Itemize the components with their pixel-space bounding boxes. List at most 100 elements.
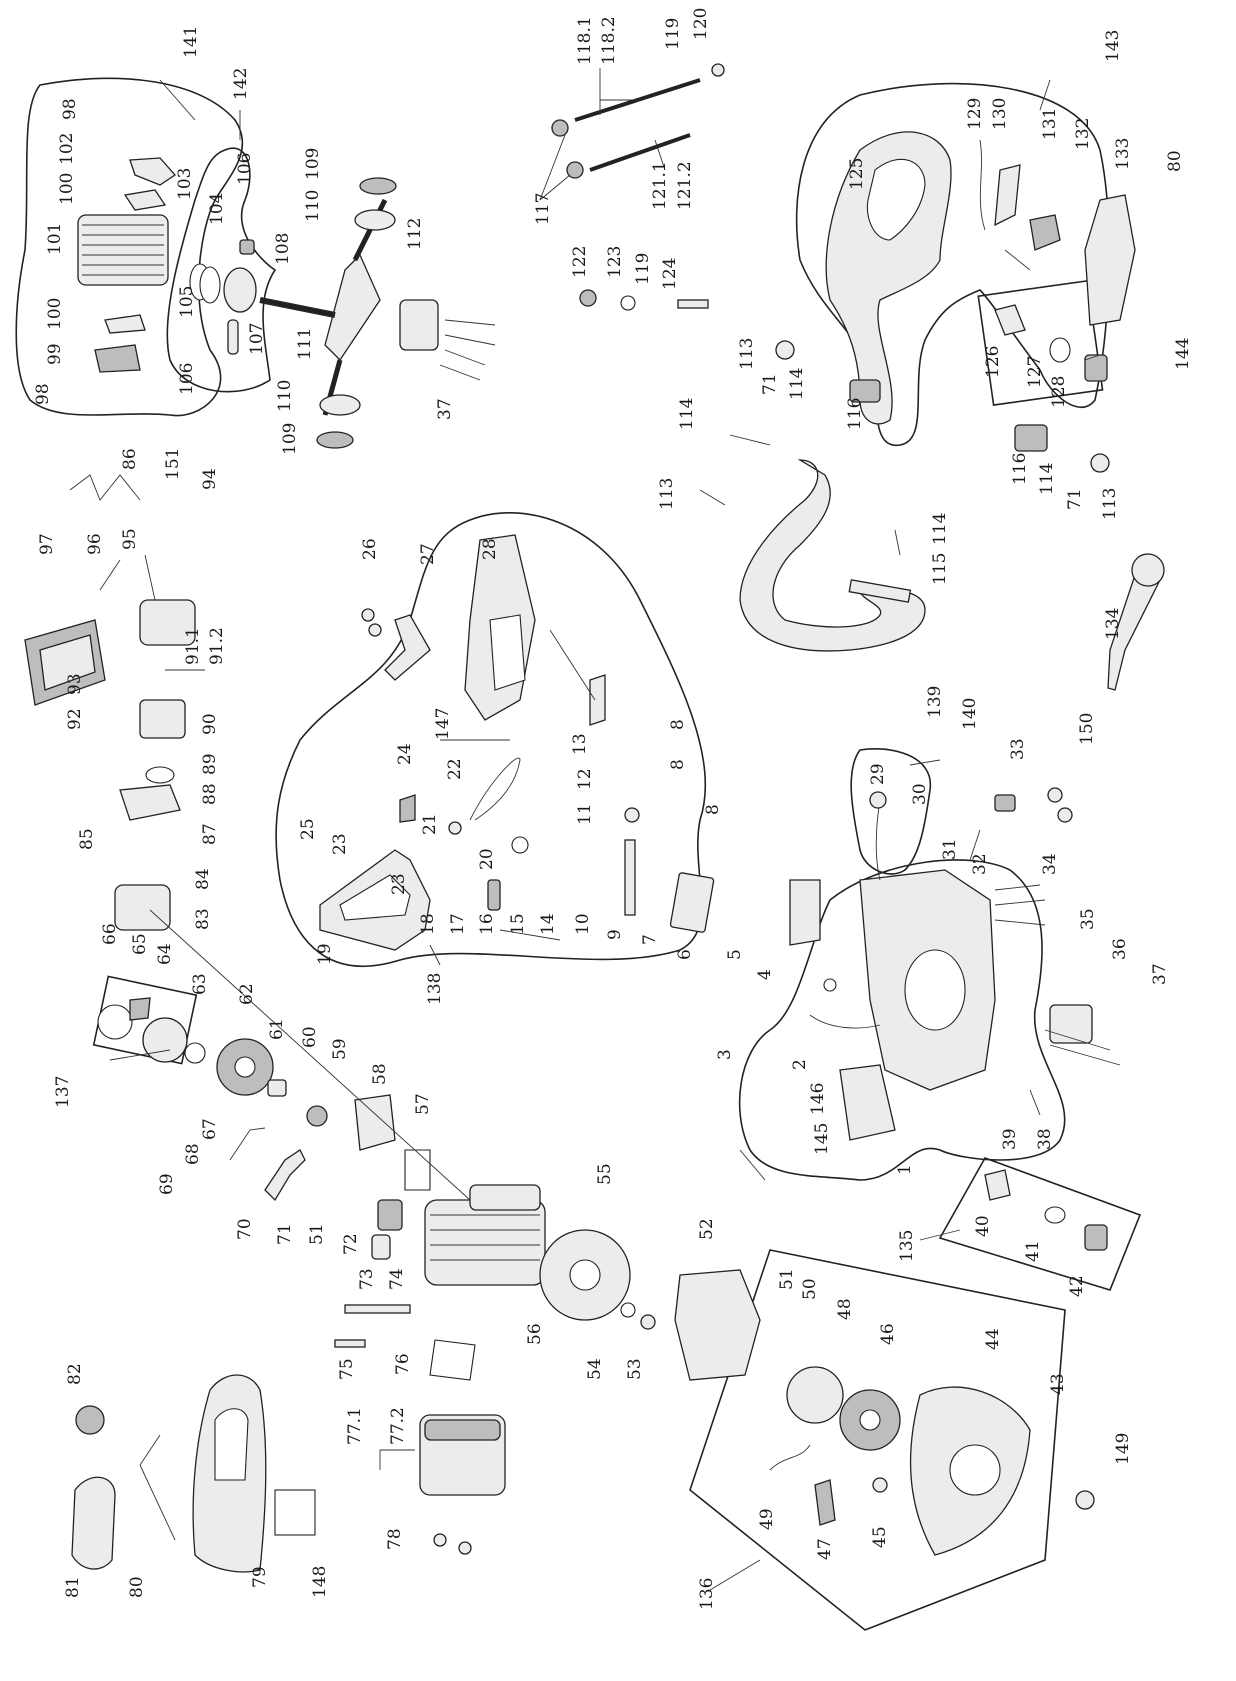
clutch-drum-66	[97, 1004, 133, 1040]
brake-frame	[489, 614, 526, 691]
callout-47: 47	[815, 1538, 835, 1560]
plug-73	[371, 1234, 391, 1260]
callout-111: 111	[295, 328, 315, 360]
callout-17: 17	[448, 913, 468, 935]
lever-24	[399, 794, 416, 823]
callout-133: 133	[1113, 138, 1133, 170]
spring-72	[377, 1199, 403, 1231]
callout-38: 38	[1035, 1128, 1055, 1150]
bracket-100-top	[123, 189, 167, 211]
callout-1: 1	[895, 1164, 915, 1175]
group-outline-136	[689, 1249, 1066, 1631]
callout-146: 146	[808, 1083, 828, 1115]
callout-71a: 71	[760, 373, 780, 395]
lever-27	[384, 614, 431, 681]
callout-108: 108	[273, 233, 293, 265]
pin-21	[448, 821, 462, 835]
filter-frame	[39, 634, 96, 691]
callout-42: 42	[1067, 1275, 1087, 1297]
callout-7: 7	[640, 934, 660, 945]
callout-112: 112	[405, 218, 425, 250]
callout-94: 94	[200, 468, 220, 490]
bushing-71b	[1090, 453, 1110, 473]
callout-41: 41	[1023, 1240, 1043, 1262]
cap-120	[711, 63, 725, 77]
callouts-group-141: 141 142 98 102 100 101 100 99 98 103 104…	[33, 26, 293, 405]
cap-122	[579, 289, 597, 307]
callout-19: 19	[315, 943, 335, 965]
callout-44: 44	[983, 1328, 1003, 1350]
bolts-37-right	[994, 884, 1121, 1066]
callout-150: 150	[1077, 713, 1097, 745]
callout-127: 127	[1025, 356, 1045, 388]
callout-62: 62	[237, 983, 257, 1005]
group-outline-141	[15, 77, 244, 417]
rod-74	[344, 1304, 411, 1314]
nut-12	[624, 807, 640, 823]
callout-46: 46	[878, 1323, 898, 1345]
knob-128	[1084, 354, 1108, 382]
grommet-117b	[566, 161, 584, 179]
bar-plate-4	[789, 879, 821, 946]
callout-72: 72	[341, 1233, 361, 1255]
callout-119b: 119	[633, 253, 653, 285]
callout-121-2: 121.2	[675, 161, 695, 210]
callout-102: 102	[57, 133, 77, 165]
callout-80b: 80	[127, 1576, 147, 1598]
piston-105	[223, 267, 257, 313]
ring-127	[1049, 337, 1071, 363]
callout-100b: 100	[45, 298, 65, 330]
bracket-102	[129, 157, 176, 186]
band-22	[469, 757, 521, 821]
callout-114c: 114	[677, 398, 697, 430]
callout-13: 13	[570, 733, 590, 755]
callout-55: 55	[595, 1163, 615, 1185]
callout-32: 32	[970, 853, 990, 875]
spring-46-inner	[859, 1409, 881, 1431]
leader-lines	[99, 68, 1101, 1591]
callout-118-2: 118.2	[599, 16, 619, 65]
washer-20	[511, 836, 529, 854]
callout-130: 130	[990, 98, 1010, 130]
callout-71b: 71	[1065, 488, 1085, 510]
callout-107: 107	[247, 323, 267, 355]
guard-19-cutout	[339, 874, 411, 921]
lever-130	[994, 164, 1021, 227]
muffler-top	[424, 1419, 501, 1441]
callout-23b: 23	[389, 873, 409, 895]
callout-57: 57	[413, 1093, 433, 1115]
callout-141: 141	[181, 26, 201, 58]
callout-89: 89	[200, 753, 220, 775]
callout-109b: 109	[280, 423, 300, 455]
callout-60: 60	[300, 1026, 320, 1048]
callouts-muffler-tank: 77.1 77.2 78 82 81 80 79 148	[63, 1363, 408, 1598]
callout-69: 69	[157, 1173, 177, 1195]
callout-134: 134	[1103, 608, 1123, 640]
seal-109-top	[359, 177, 397, 195]
callout-65: 65	[130, 933, 150, 955]
callouts-front-handle: 114 113 114 115 134	[657, 398, 1123, 640]
callouts-chain-brake-138: 26 27 28 147 13 8 8 12 11 8 24 22 25 23 …	[298, 538, 723, 1005]
cap-29	[869, 791, 887, 809]
callout-52: 52	[697, 1218, 717, 1240]
callout-113b: 113	[1100, 488, 1120, 520]
callout-9: 9	[605, 929, 625, 940]
callout-30: 30	[910, 783, 930, 805]
gear-59	[306, 1105, 328, 1127]
handle-47	[814, 1479, 836, 1526]
callout-70: 70	[235, 1218, 255, 1240]
nut-26a	[361, 608, 375, 622]
callout-97: 97	[37, 533, 57, 555]
carb-housing-95	[139, 599, 196, 646]
callout-64: 64	[155, 943, 175, 965]
rod-75	[334, 1339, 366, 1348]
callout-28: 28	[480, 538, 500, 560]
callout-106a: 106	[235, 153, 255, 185]
cylinder-fins	[82, 224, 164, 276]
nut-53	[640, 1314, 656, 1330]
callout-77-2: 77.2	[388, 1407, 408, 1445]
callout-40: 40	[973, 1215, 993, 1237]
callout-82: 82	[65, 1363, 85, 1385]
pipe-2	[809, 1014, 881, 1029]
callout-131: 131	[1040, 108, 1060, 140]
